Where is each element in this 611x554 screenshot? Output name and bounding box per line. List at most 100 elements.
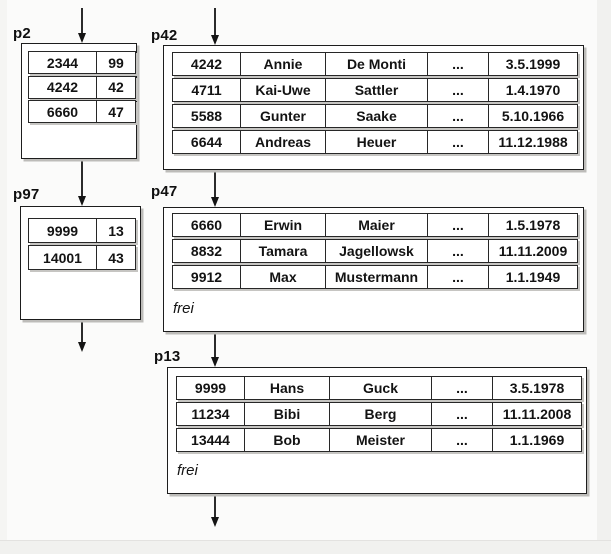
arrow-head-icon (77, 196, 86, 206)
id-cell: 11234 (191, 406, 230, 422)
table-row: 2344 99 (28, 51, 136, 74)
arrow-shaft (81, 8, 83, 34)
firstname-cell: Gunter (240, 105, 325, 127)
table-row: 4242 Annie De Monti ... 3.5.1999 (172, 52, 578, 76)
lastname-cell: Maier (325, 214, 427, 236)
date-cell: 1.5.1978 (488, 214, 577, 236)
firstname-cell: Max (240, 266, 325, 288)
key-cell: 14001 (43, 249, 82, 266)
arrow-shaft (81, 158, 83, 197)
record-table-p13: 9999 Hans Guck ... 3.5.1978 11234 Bibi B… (176, 376, 582, 452)
firstname-cell: Annie (240, 53, 325, 75)
date-cell: 1.1.1949 (488, 266, 577, 288)
page-label-p47: p47 (151, 183, 178, 200)
id-cell: 6660 (190, 217, 223, 233)
bottom-margin-strip (0, 540, 611, 554)
key-cell: 9999 (46, 222, 79, 239)
ellipsis-cell: ... (427, 105, 488, 127)
lastname-cell: Berg (329, 403, 431, 425)
table-row: 9912 Max Mustermann ... 1.1.1949 (172, 265, 578, 289)
page-ref-cell: 42 (96, 76, 135, 98)
right-margin-strip (597, 0, 611, 554)
lastname-cell: Saake (325, 105, 427, 127)
page-label-p97: p97 (13, 186, 40, 203)
ellipsis-cell: ... (427, 240, 488, 262)
index-table-p2: 2344 99 4242 42 6660 47 (28, 51, 136, 123)
index-table-p97: 9999 13 14001 43 (28, 218, 136, 270)
id-cell: 9999 (194, 380, 227, 396)
firstname-cell: Kai-Uwe (240, 79, 325, 101)
arrow-head-icon (77, 33, 86, 43)
free-space-label: frei (177, 462, 198, 479)
table-row: 6660 Erwin Maier ... 1.5.1978 (172, 213, 578, 237)
left-margin-strip (0, 0, 7, 554)
id-cell: 6644 (190, 134, 223, 150)
key-cell: 4242 (46, 79, 79, 95)
arrow-shaft (214, 331, 216, 358)
page-ref-cell: 99 (96, 52, 135, 73)
lastname-cell: Meister (329, 429, 431, 451)
date-cell: 3.5.1978 (492, 377, 581, 399)
table-row: 4711 Kai-Uwe Sattler ... 1.4.1970 (172, 78, 578, 102)
page-label-p2: p2 (13, 25, 31, 42)
free-space-label: frei (173, 300, 194, 317)
ellipsis-cell: ... (427, 53, 488, 75)
key-cell: 6660 (46, 103, 79, 120)
ellipsis-cell: ... (431, 429, 492, 451)
page-label-p13: p13 (154, 348, 181, 365)
page-box-p13: 9999 Hans Guck ... 3.5.1978 11234 Bibi B… (167, 367, 587, 494)
page-box-p42: 4242 Annie De Monti ... 3.5.1999 4711 Ka… (163, 45, 584, 170)
ellipsis-cell: ... (431, 377, 492, 399)
ellipsis-cell: ... (431, 403, 492, 425)
ellipsis-cell: ... (427, 131, 488, 153)
id-cell: 4711 (191, 82, 222, 98)
table-row: 14001 43 (28, 245, 136, 270)
firstname-cell: Erwin (240, 214, 325, 236)
lastname-cell: Jagellowsk (325, 240, 427, 262)
date-cell: 1.4.1970 (488, 79, 577, 101)
firstname-cell: Andreas (240, 131, 325, 153)
ellipsis-cell: ... (427, 214, 488, 236)
id-cell: 8832 (190, 243, 223, 259)
lastname-cell: Heuer (325, 131, 427, 153)
table-row: 8832 Tamara Jagellowsk ... 11.11.2009 (172, 239, 578, 263)
firstname-cell: Tamara (240, 240, 325, 262)
firstname-cell: Bob (244, 429, 329, 451)
table-row: 4242 42 (28, 75, 136, 99)
arrow-shaft (214, 8, 216, 36)
arrow-head-icon (210, 517, 219, 527)
id-cell: 13444 (191, 432, 230, 448)
arrow-head-icon (210, 357, 219, 367)
date-cell: 3.5.1999 (488, 53, 577, 75)
page-ref-cell: 13 (96, 219, 135, 242)
arrow-shaft (214, 494, 216, 518)
record-table-p47: 6660 Erwin Maier ... 1.5.1978 8832 Tamar… (172, 213, 578, 289)
page-ref-cell: 47 (96, 101, 135, 122)
arrow-head-icon (210, 35, 219, 45)
ellipsis-cell: ... (427, 266, 488, 288)
table-row: 13444 Bob Meister ... 1.1.1969 (176, 428, 582, 452)
date-cell: 11.12.1988 (488, 131, 577, 153)
date-cell: 5.10.1966 (488, 105, 577, 127)
lastname-cell: Guck (329, 377, 431, 399)
page-box-p47: 6660 Erwin Maier ... 1.5.1978 8832 Tamar… (163, 207, 584, 332)
lastname-cell: De Monti (325, 53, 427, 75)
table-row: 6660 47 (28, 100, 136, 123)
arrow-shaft (81, 319, 83, 343)
date-cell: 11.11.2008 (492, 403, 581, 425)
record-table-p42: 4242 Annie De Monti ... 3.5.1999 4711 Ka… (172, 52, 578, 154)
arrow-head-icon (77, 342, 86, 352)
table-row: 9999 13 (28, 218, 136, 243)
page-box-p97: 9999 13 14001 43 (20, 206, 141, 320)
page-ref-cell: 43 (96, 246, 135, 269)
date-cell: 1.1.1969 (492, 429, 581, 451)
page-label-p42: p42 (151, 27, 178, 44)
id-cell: 5588 (190, 108, 223, 124)
id-cell: 9912 (190, 269, 223, 285)
date-cell: 11.11.2009 (488, 240, 577, 262)
firstname-cell: Hans (244, 377, 329, 399)
table-row: 6644 Andreas Heuer ... 11.12.1988 (172, 130, 578, 154)
arrow-shaft (214, 169, 216, 198)
table-row: 5588 Gunter Saake ... 5.10.1966 (172, 104, 578, 128)
